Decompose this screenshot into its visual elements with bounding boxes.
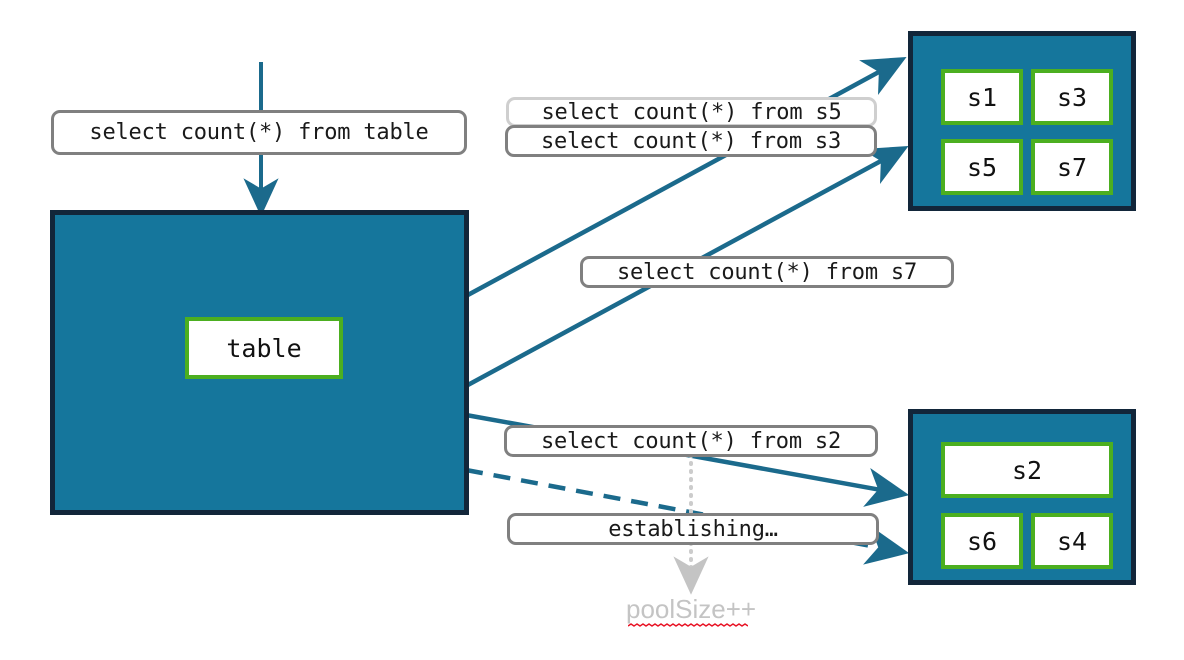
node-s7-label: s7	[1056, 152, 1088, 182]
node-s4[interactable]: s4	[1031, 513, 1113, 569]
query-pill-s3[interactable]: select count(*) from s3	[505, 125, 877, 157]
query-pill-s2[interactable]: select count(*) from s2	[504, 425, 878, 457]
node-s3[interactable]: s3	[1031, 69, 1113, 125]
status-pill-establishing-label: establishing…	[608, 516, 778, 542]
node-s6[interactable]: s6	[941, 513, 1023, 569]
node-s1[interactable]: s1	[941, 69, 1023, 125]
node-s1-label: s1	[966, 82, 998, 112]
query-pill-entry-label: select count(*) from table	[89, 120, 429, 145]
pool-size-counter-label: poolSize++	[626, 594, 757, 624]
query-pill-entry[interactable]: select count(*) from table	[51, 110, 467, 155]
node-table-label: table	[226, 333, 302, 363]
spellcheck-squiggle-icon	[628, 623, 748, 627]
query-pill-s2-label: select count(*) from s2	[540, 428, 842, 454]
node-s2-label: s2	[1011, 455, 1043, 485]
upper-host-box[interactable]: s1 s3 s5 s7	[908, 31, 1136, 211]
query-pill-s7-label: select count(*) from s7	[616, 259, 918, 285]
node-s4-label: s4	[1056, 526, 1088, 556]
node-s3-label: s3	[1056, 82, 1088, 112]
node-s5-label: s5	[966, 152, 998, 182]
node-s2[interactable]: s2	[941, 442, 1113, 498]
pool-size-counter-text: poolSize++	[626, 594, 757, 627]
node-s5[interactable]: s5	[941, 139, 1023, 195]
status-pill-establishing[interactable]: establishing…	[507, 513, 879, 545]
source-host-box[interactable]: table	[50, 210, 469, 515]
lower-host-box[interactable]: s2 s6 s4	[908, 409, 1136, 585]
node-s6-label: s6	[966, 526, 998, 556]
query-pill-s3-label: select count(*) from s3	[540, 128, 842, 154]
query-pill-s5-label: select count(*) from s5	[541, 99, 842, 125]
node-table[interactable]: table	[185, 317, 343, 379]
query-pill-s5[interactable]: select count(*) from s5	[506, 97, 877, 127]
query-pill-s7[interactable]: select count(*) from s7	[580, 256, 954, 288]
node-s7[interactable]: s7	[1031, 139, 1113, 195]
